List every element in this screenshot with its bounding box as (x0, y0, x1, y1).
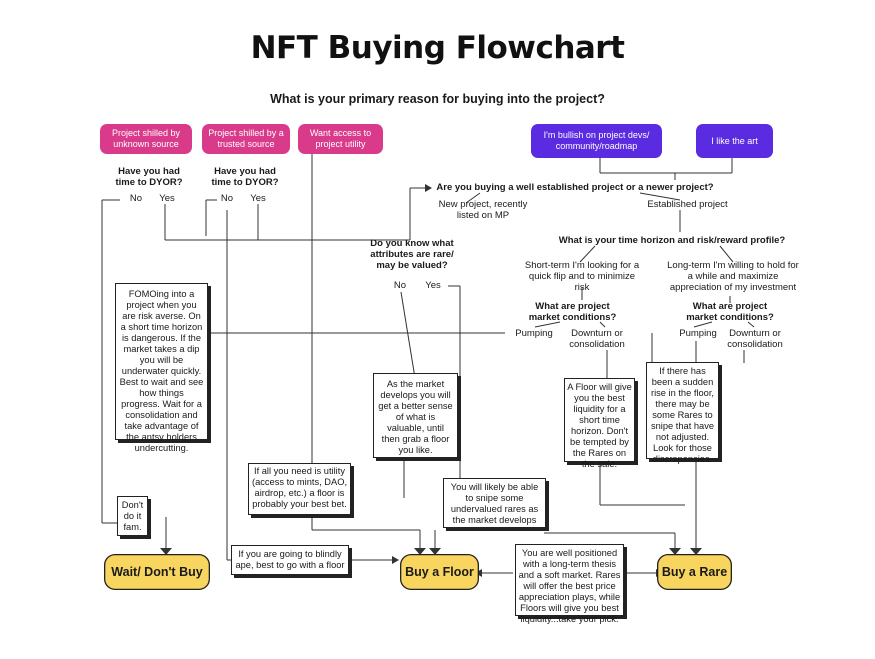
answer-no-3: No (393, 280, 407, 291)
answer-established-project: Established project (647, 199, 728, 210)
reason-unknown-source: Project shilled by unknown source (100, 124, 192, 154)
note-blindly-ape: If you are going to blindly ape, best to… (231, 545, 349, 575)
reason-bullish: I'm bullish on project devs/ community/r… (531, 124, 662, 158)
answer-yes-3: Yes (425, 280, 441, 291)
note-long-thesis: You are well positioned with a long-term… (515, 544, 624, 624)
answer-long-term: Long-term I'm willing to hold for a whil… (667, 260, 799, 293)
answer-downturn-1: Downturn or consolidation (569, 328, 625, 350)
question-rare-attributes: Do you know what attributes are rare/ ma… (370, 238, 454, 271)
reason-art: I like the art (696, 124, 773, 158)
answer-downturn-2: Downturn or consolidation (727, 328, 783, 350)
note-dont-do-it: Don't do it fam. (117, 496, 148, 536)
answer-no-1: No (129, 193, 143, 204)
outcome-buy-floor: Buy a Floor (400, 554, 479, 590)
answer-no-2: No (220, 193, 234, 204)
question-established: Are you buying a well established projec… (436, 182, 714, 193)
question-dyor-1: Have you had time to DYOR? (115, 166, 183, 188)
note-sudden-rise: If there has been a sudden rise in the f… (646, 362, 719, 464)
reason-utility: Want access to project utility (298, 124, 383, 154)
answer-pumping-2: Pumping (679, 328, 717, 339)
answer-new-project: New project, recently listed on MP (438, 199, 528, 221)
note-snipe-rares: You will likely be able to snipe some un… (443, 478, 546, 528)
answer-pumping-1: Pumping (515, 328, 553, 339)
answer-short-term: Short-term I'm looking for a quick flip … (524, 260, 640, 293)
answer-yes-2: Yes (250, 193, 266, 204)
reason-trusted-source: Project shilled by a trusted source (202, 124, 290, 154)
note-utility: If all you need is utility (access to mi… (248, 463, 351, 515)
note-fomo: FOMOing into a project when you are risk… (115, 283, 208, 453)
question-market-2: What are project market conditions? (686, 301, 774, 323)
outcome-buy-rare: Buy a Rare (657, 554, 732, 590)
note-floor-liquidity: A Floor will give you the best liquidity… (564, 378, 635, 469)
question-market-1: What are project market conditions? (528, 301, 617, 323)
outcome-wait: Wait/ Don't Buy (104, 554, 210, 590)
page-title: NFT Buying Flowchart (250, 30, 625, 66)
answer-yes-1: Yes (159, 193, 175, 204)
question-horizon: What is your time horizon and risk/rewar… (558, 235, 786, 246)
note-market-develops: As the market develops you will get a be… (373, 373, 458, 458)
question-dyor-2: Have you had time to DYOR? (211, 166, 279, 188)
page-subtitle: What is your primary reason for buying i… (270, 92, 605, 106)
